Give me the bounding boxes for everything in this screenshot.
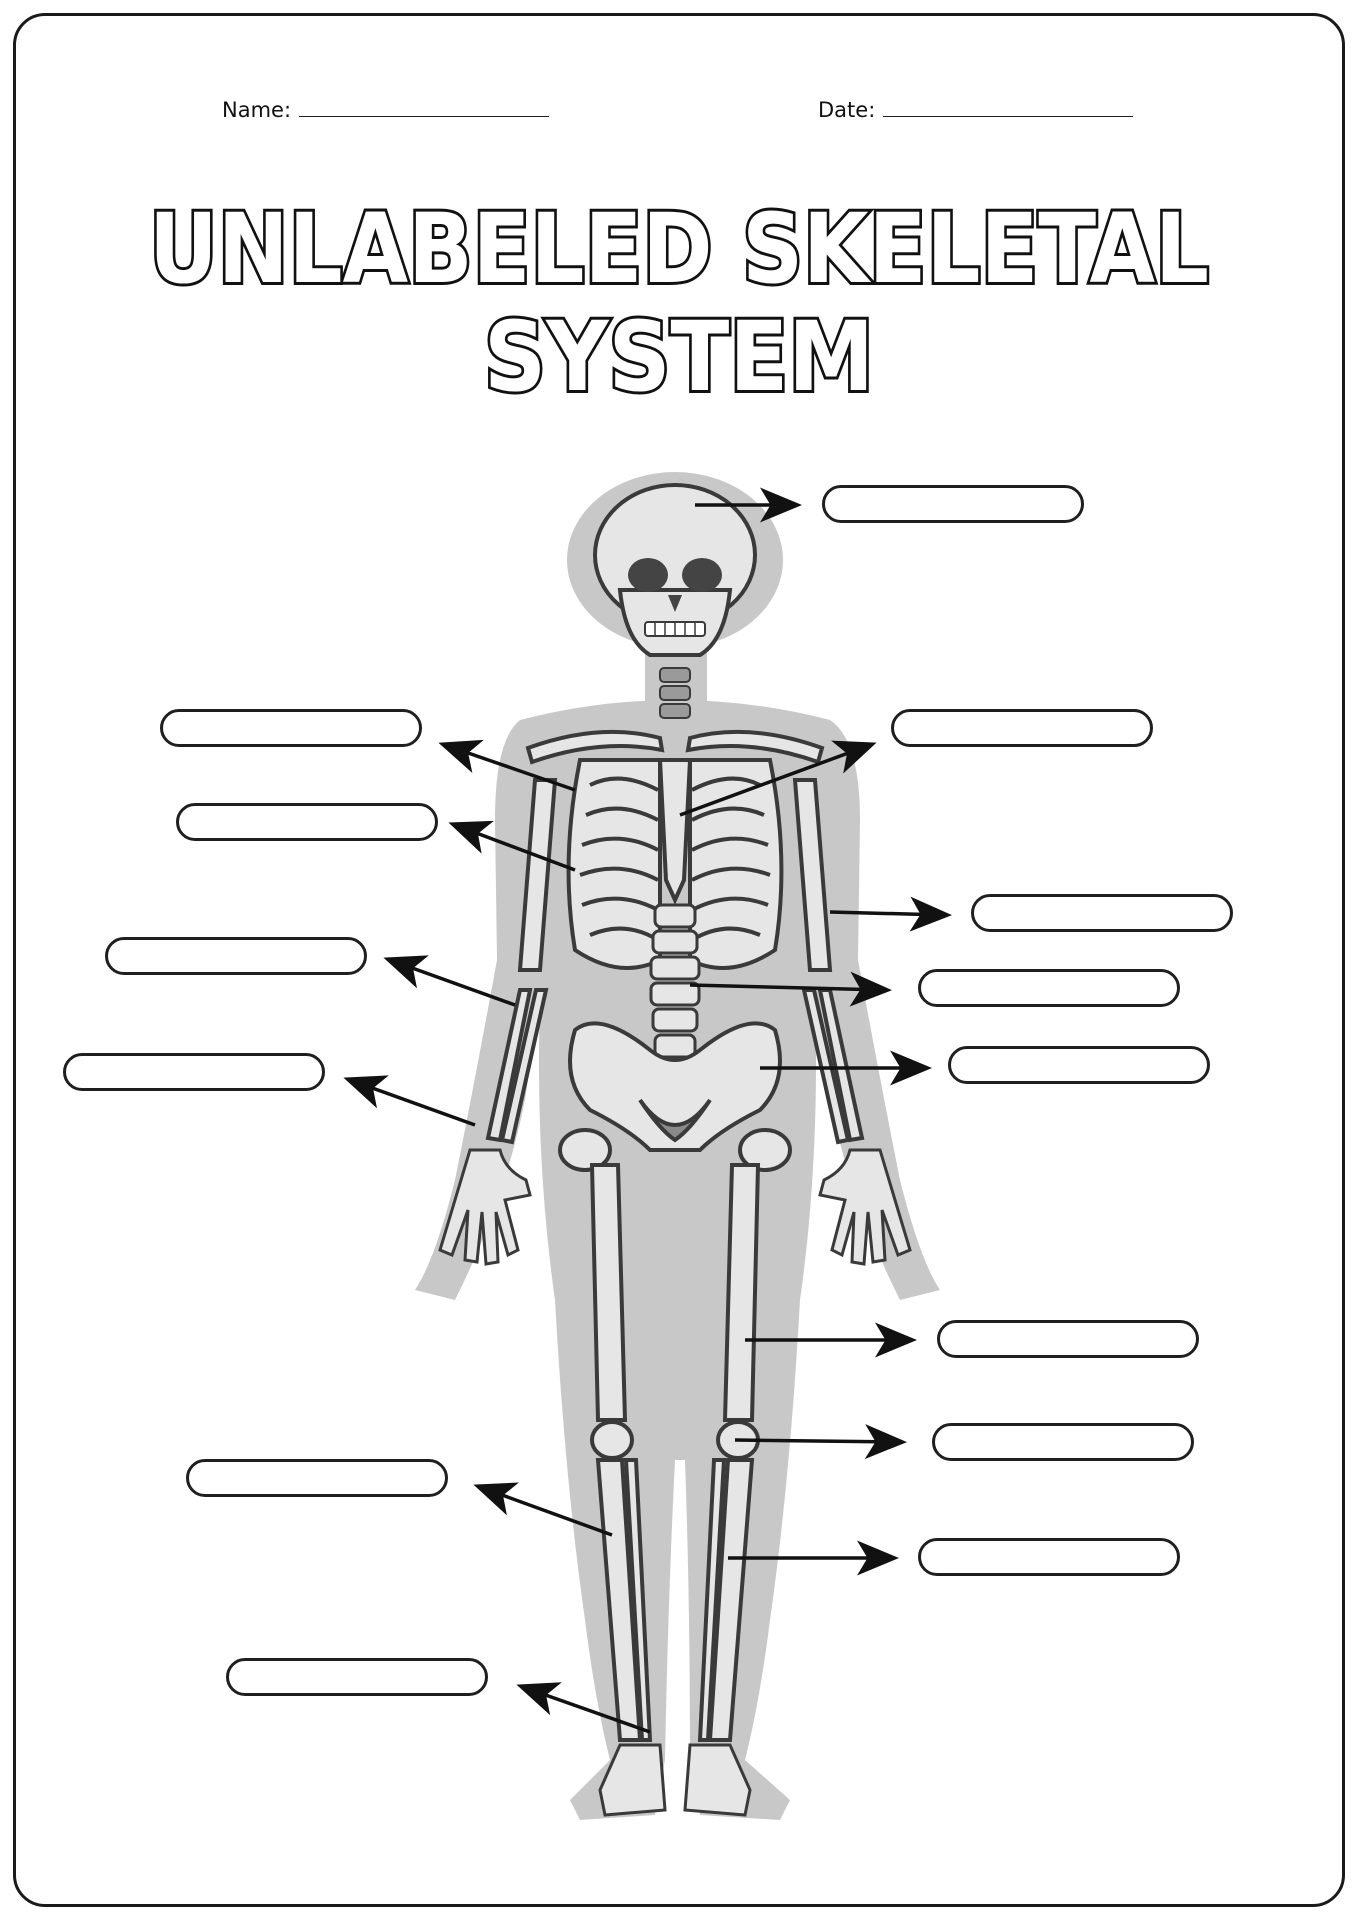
date-label: Date: — [818, 98, 876, 122]
leg-bones — [558, 1128, 792, 1742]
label-box-patella[interactable] — [932, 1423, 1194, 1461]
cervical-vertebrae — [659, 667, 691, 719]
arrow-sternum — [679, 740, 877, 817]
rib-cage — [566, 758, 784, 970]
skull — [593, 483, 757, 657]
name-line[interactable] — [299, 115, 550, 117]
arrow-tarsals — [516, 1682, 651, 1734]
label-box-fibula[interactable] — [918, 1538, 1180, 1576]
hand-bones — [438, 1148, 912, 1266]
label-box-skull[interactable] — [822, 485, 1084, 523]
label-box-clavicle[interactable] — [160, 709, 422, 747]
arrow-clavicle — [438, 739, 576, 792]
arrow-humerus — [829, 896, 952, 932]
clavicles — [525, 729, 825, 765]
label-box-ribs[interactable] — [176, 803, 438, 841]
arrow-patella — [734, 1424, 907, 1460]
label-box-humerus[interactable] — [971, 894, 1233, 932]
date-line[interactable] — [883, 115, 1134, 117]
arrow-ulna — [343, 1075, 476, 1127]
label-box-femur[interactable] — [937, 1320, 1199, 1358]
label-box-pelvis[interactable] — [948, 1046, 1210, 1084]
arrow-radius — [383, 955, 516, 1007]
label-box-ulna[interactable] — [63, 1053, 325, 1091]
title-line-2: SYSTEM — [484, 301, 874, 410]
label-box-radius[interactable] — [105, 937, 367, 975]
arrow-tibia — [473, 1482, 613, 1537]
label-box-tibia[interactable] — [186, 1459, 448, 1497]
pelvis — [568, 1021, 782, 1152]
name-field[interactable]: Name: — [222, 98, 550, 122]
label-box-tarsals[interactable] — [226, 1658, 488, 1696]
vertebral-column — [649, 903, 701, 1059]
arrow-vertebral-column — [689, 971, 892, 1007]
name-label: Name: — [222, 98, 292, 122]
page-title: UNLABELED SKELETAL SYSTEM — [146, 190, 1212, 410]
date-field[interactable]: Date: — [818, 98, 1134, 122]
pointer-arrows — [343, 487, 952, 1734]
arrow-ribs — [448, 820, 576, 872]
label-box-sternum[interactable] — [891, 709, 1153, 747]
foot-bones — [598, 1743, 752, 1817]
label-box-vertebral-column[interactable] — [918, 969, 1180, 1007]
arm-bones — [485, 778, 865, 1145]
title-line-1: UNLABELED SKELETAL — [149, 193, 1209, 305]
